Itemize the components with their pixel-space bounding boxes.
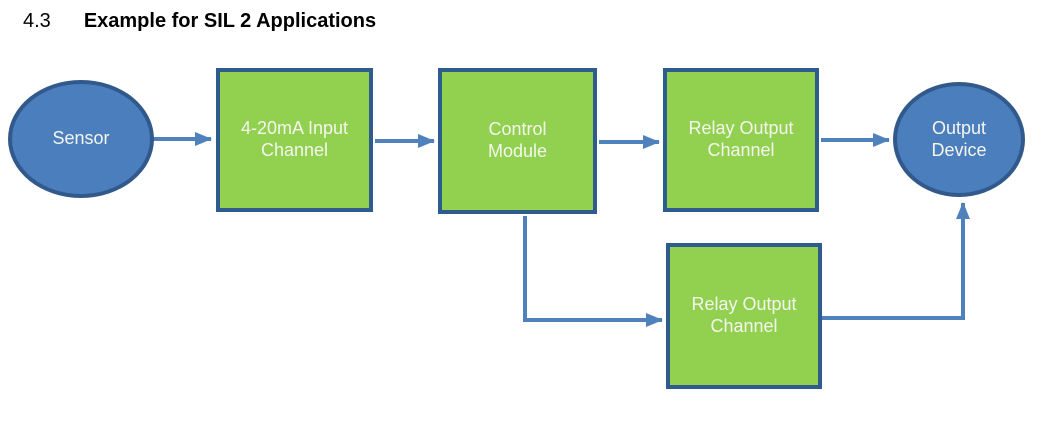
node-relay-output-2: Relay Output Channel	[666, 243, 822, 389]
node-label: Sensor	[52, 128, 110, 149]
node-control-module: Control Module	[438, 68, 597, 214]
section-number: 4.3	[23, 10, 51, 32]
node-sensor: Sensor	[8, 80, 154, 198]
node-label: Relay Output Channel	[688, 118, 794, 160]
node-relay-output-1: Relay Output Channel	[663, 68, 819, 212]
node-label: Relay Output Channel	[691, 294, 797, 336]
section-heading: 4.3 Example for SIL 2 Applications	[23, 9, 376, 33]
node-output-device: Output Device	[893, 82, 1025, 197]
edge-control-to-relay2-arrow	[523, 216, 663, 327]
node-label: 4-20mA Input Channel	[240, 118, 349, 160]
node-label: Control Module	[487, 119, 548, 161]
edge-relay2-to-output-arrow	[822, 202, 970, 320]
section-title: Example for SIL 2 Applications	[83, 10, 377, 32]
node-label: Output Device	[931, 117, 987, 160]
node-input-channel: 4-20mA Input Channel	[216, 68, 373, 212]
